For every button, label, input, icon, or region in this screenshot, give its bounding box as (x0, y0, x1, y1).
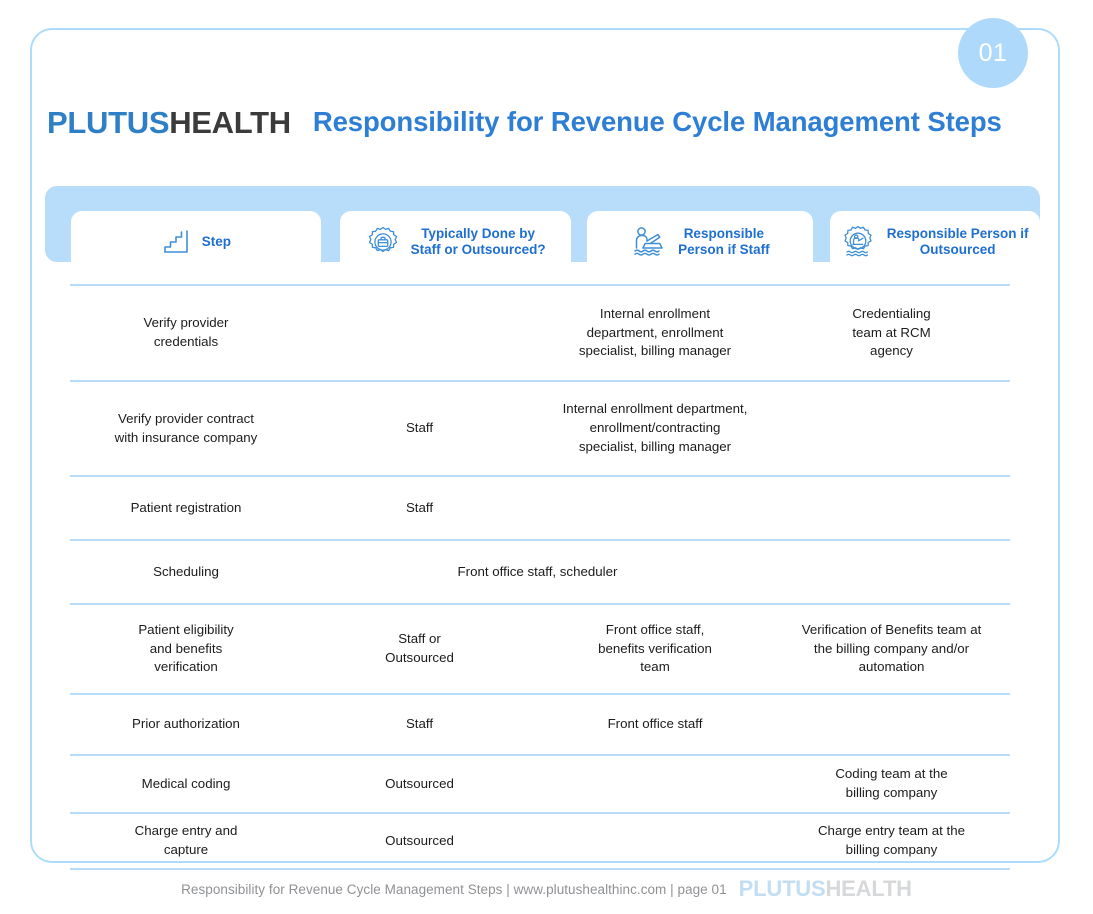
cell-staff: Front office staff (607, 716, 703, 732)
column-header-responsible-person-if-staff[interactable]: Responsible Person if Staff (587, 211, 814, 273)
footer-text: Responsibility for Revenue Cycle Managem… (181, 881, 727, 897)
cell-step: Medical coding (141, 775, 231, 791)
cell-typically: Staff (405, 716, 434, 732)
table-row[interactable]: Prior authorization Staff Front office s… (70, 693, 1010, 754)
gear-briefcase-icon (366, 225, 400, 259)
column-header-step[interactable]: Step (71, 211, 321, 273)
person-at-desk-laptop-icon (631, 226, 667, 258)
footer-logo: PLUTUSHEALTH (739, 878, 912, 900)
column-header-typically-done-by[interactable]: Typically Done by Staff or Outsourced? (339, 211, 572, 273)
cell-merged-staff-outsourced: Front office staff, scheduler (457, 563, 618, 579)
column-header-typically-done-by-label: Typically Done by Staff or Outsourced? (410, 225, 546, 257)
column-header-step-label: Step (201, 233, 231, 249)
cell-step: Scheduling (153, 563, 219, 579)
column-header-responsible-person-if-outsourced[interactable]: Responsible Person if Outsourced (830, 211, 1040, 273)
footer-logo-plutus-text: PLUTUS (738, 876, 826, 901)
cell-outsourced: Verification of Benefits team at the bil… (801, 621, 982, 675)
column-header-responsible-person-if-staff-label: Responsible Person if Staff (678, 225, 770, 257)
cell-step: Verify provider credentials (143, 315, 229, 349)
column-header-responsible-person-if-outsourced-label: Responsible Person if Outsourced (886, 225, 1029, 257)
responsibility-table: Verify provider credentials Internal enr… (70, 284, 1010, 870)
title-row: PLUTUSHEALTH Responsibility for Revenue … (47, 101, 1002, 143)
table-row[interactable]: Patient registration Staff (70, 475, 1010, 539)
table-row[interactable]: Charge entry and capture Outsourced Char… (70, 812, 1010, 870)
stairs-steps-icon (161, 227, 191, 257)
footer: Responsibility for Revenue Cycle Managem… (0, 878, 1093, 900)
footer-logo-health-text: HEALTH (825, 876, 912, 901)
cell-step: Verify provider contract with insurance … (114, 410, 258, 445)
logo-health-text: HEALTH (169, 104, 291, 140)
content-card (30, 28, 1060, 863)
cell-typically: Staff or Outsourced (385, 631, 454, 665)
table-header-chips: Step Typically Done by Staff or Outsourc… (45, 211, 1040, 273)
cell-outsourced: Coding team at the billing company (835, 766, 948, 800)
logo-plutus-text: PLUTUS (47, 104, 170, 140)
page-title: Responsibility for Revenue Cycle Managem… (312, 106, 1002, 138)
page-number-badge: 01 (958, 18, 1028, 88)
plutus-health-logo: PLUTUSHEALTH (47, 107, 291, 138)
cell-typically: Outsourced (385, 775, 454, 791)
table-row[interactable]: Medical coding Outsourced Coding team at… (70, 754, 1010, 812)
page-number-text: 01 (978, 38, 1008, 67)
cell-typically: Staff (405, 499, 434, 515)
table-row[interactable]: Verify provider credentials Internal enr… (70, 284, 1010, 380)
cell-staff: Internal enrollment department, enrollme… (562, 401, 748, 454)
table-row[interactable]: Scheduling Front office staff, scheduler (70, 539, 1010, 603)
cell-typically: Staff (405, 420, 434, 436)
cell-step: Charge entry and capture (134, 823, 238, 857)
gear-person-icon (842, 225, 876, 259)
cell-staff: Front office staff, benefits verificatio… (598, 621, 712, 675)
cell-step: Prior authorization (132, 716, 240, 732)
table-row[interactable]: Verify provider contract with insurance … (70, 380, 1010, 475)
cell-step: Patient registration (130, 499, 242, 515)
cell-typically: Outsourced (385, 832, 454, 848)
cell-step: Patient eligibility and benefits verific… (138, 621, 234, 675)
cell-staff: Internal enrollment department, enrollme… (578, 305, 732, 359)
cell-outsourced: Charge entry team at the billing company (817, 823, 966, 857)
cell-outsourced: Credentialing team at RCM agency (852, 305, 931, 359)
table-row[interactable]: Patient eligibility and benefits verific… (70, 603, 1010, 693)
